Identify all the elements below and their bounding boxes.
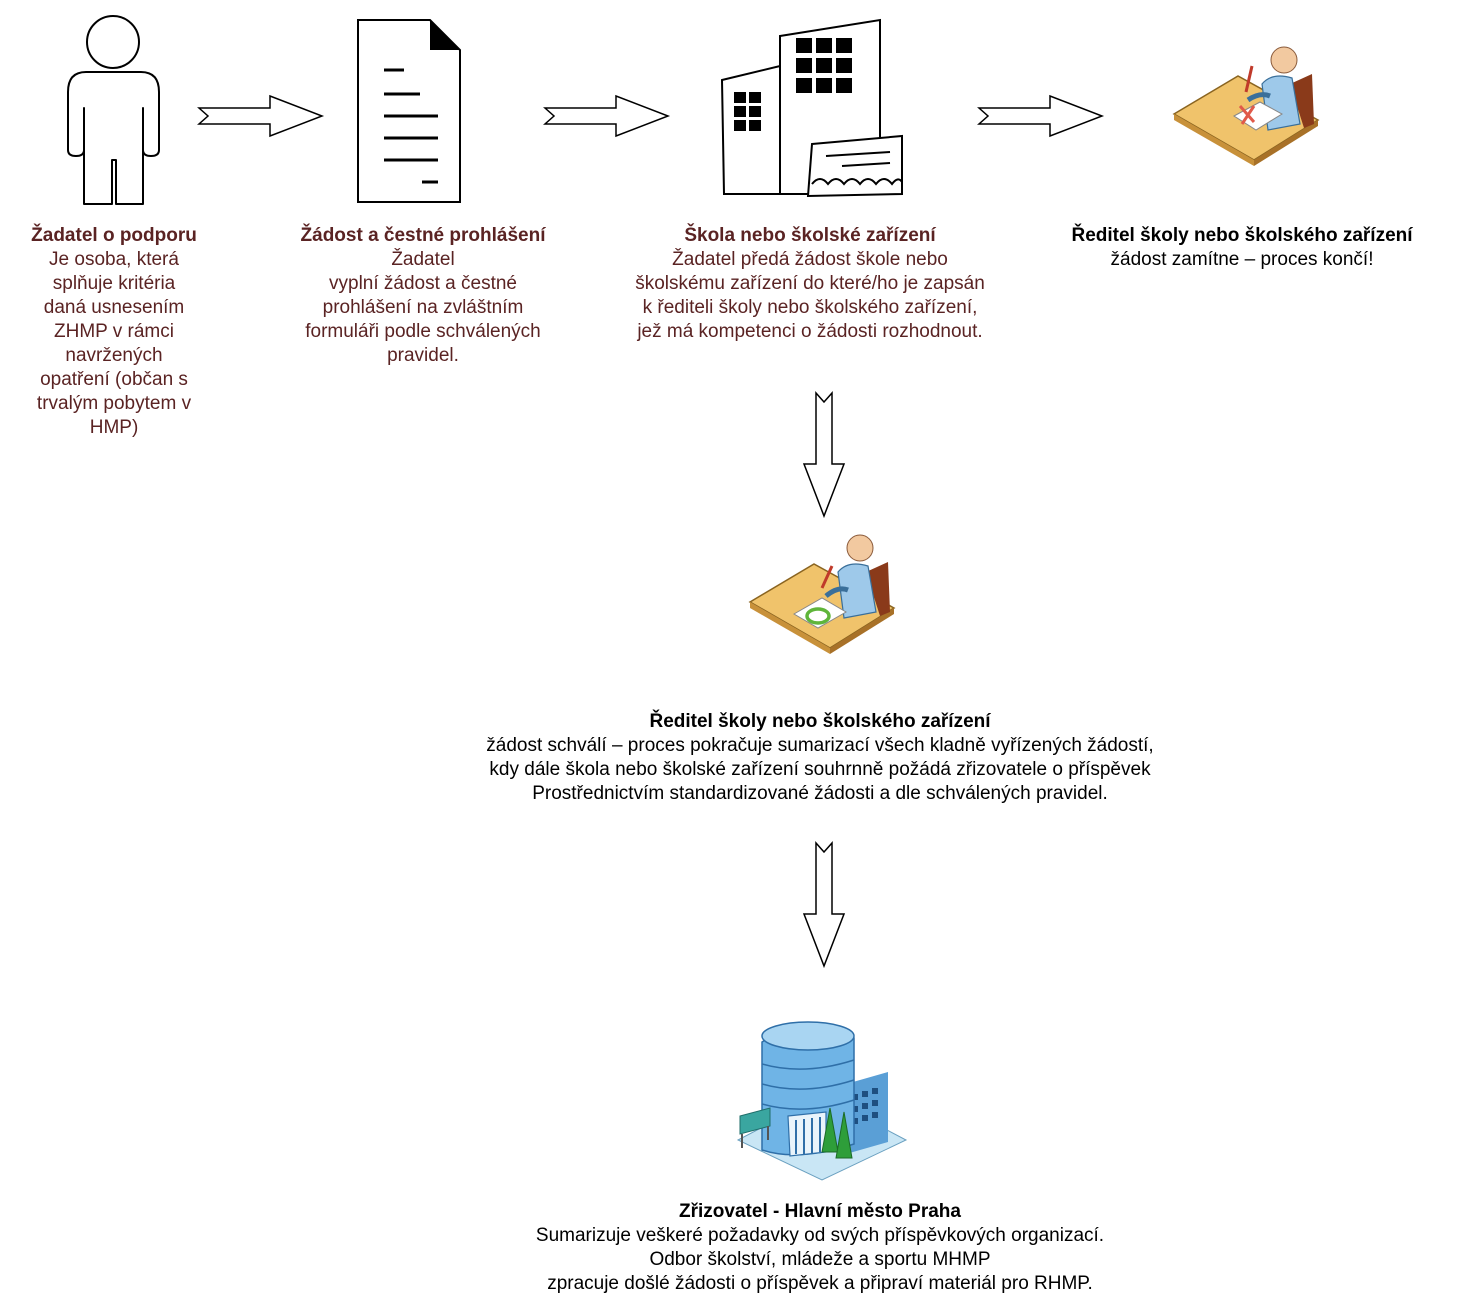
step-description-line: ZHMP v rámci	[54, 321, 174, 342]
step-title: Žádost a čestné prohlášení	[300, 225, 546, 246]
step-description-line: HMP)	[89, 417, 139, 438]
step-description-line: Odbor školství, mládeže a sportu MHMP	[649, 1249, 991, 1270]
step-description-line: opatření (občan s	[40, 369, 188, 390]
step-description-line: navržených	[65, 345, 163, 366]
step-application-form: Žádost a čestné prohlášení Žadatel vyplní…	[258, 224, 588, 368]
step-description-line: splňuje kritéria	[52, 273, 176, 294]
step-description-line: daná usnesením	[43, 297, 185, 318]
step-director-reject: Ředitel školy nebo školského zařízení žá…	[1030, 224, 1454, 272]
arrow-right-2	[543, 94, 671, 138]
step-title: Ředitel školy nebo školského zařízení	[1071, 225, 1413, 246]
city-hall-building-icon	[736, 1021, 908, 1181]
step-description-line: Prostřednictvím standardizované žádosti …	[532, 783, 1108, 804]
step-description-line: Je osoba, která	[49, 249, 179, 270]
step-applicant: Žadatel o podporu Je osoba, která splňuje…	[0, 224, 228, 440]
arrow-right-3	[977, 94, 1105, 138]
director-reject-icon	[1172, 46, 1320, 166]
step-founder-prague: Zřizovatel - Hlavní město Praha Sumarizu…	[340, 1200, 1300, 1296]
step-description-line: kdy dále škola nebo školské zařízení sou…	[489, 759, 1151, 780]
step-description-line: prohlášení na zvláštním	[322, 297, 524, 318]
step-description-line: Žadatel	[391, 249, 455, 270]
step-description-line: školskému zařízení do které/ho je zapsán	[635, 273, 985, 294]
step-description-line: Sumarizuje veškeré požadavky od svých př…	[535, 1225, 1105, 1246]
arrow-down-1	[802, 391, 846, 519]
step-title: Žadatel o podporu	[31, 225, 197, 246]
school-building-icon	[720, 18, 903, 198]
step-school: Škola nebo školské zařízení Žadatel před…	[570, 224, 1050, 344]
step-title: Škola nebo školské zařízení	[684, 225, 936, 246]
step-description-line: k řediteli školy nebo školského zařízení…	[642, 297, 978, 318]
step-description-line: formuláři podle schválených	[305, 321, 541, 342]
step-director-approve: Ředitel školy nebo školského zařízení žá…	[340, 710, 1300, 806]
step-description-line: Žadatel předá žádost škole nebo	[672, 249, 948, 270]
arrow-down-2	[802, 841, 846, 969]
step-description-line: jež má kompetenci o žádosti rozhodnout.	[637, 321, 983, 342]
step-description-line: žádost zamítne – proces končí!	[1110, 249, 1374, 270]
step-description-line: zpracuje došlé žádosti o příspěvek a při…	[547, 1273, 1093, 1294]
step-description-line: pravidel.	[387, 345, 459, 366]
step-title: Ředitel školy nebo školského zařízení	[649, 711, 991, 732]
director-approve-icon	[748, 534, 896, 654]
step-description-line: žádost schválí – proces pokračuje sumari…	[486, 735, 1154, 756]
document-icon	[357, 19, 461, 203]
person-outline-icon	[67, 15, 160, 205]
arrow-right-1	[197, 94, 325, 138]
step-description-line: vyplní žádost a čestné	[329, 273, 517, 294]
step-description-line: trvalým pobytem v	[36, 393, 192, 414]
step-title: Zřizovatel - Hlavní město Praha	[679, 1201, 961, 1222]
